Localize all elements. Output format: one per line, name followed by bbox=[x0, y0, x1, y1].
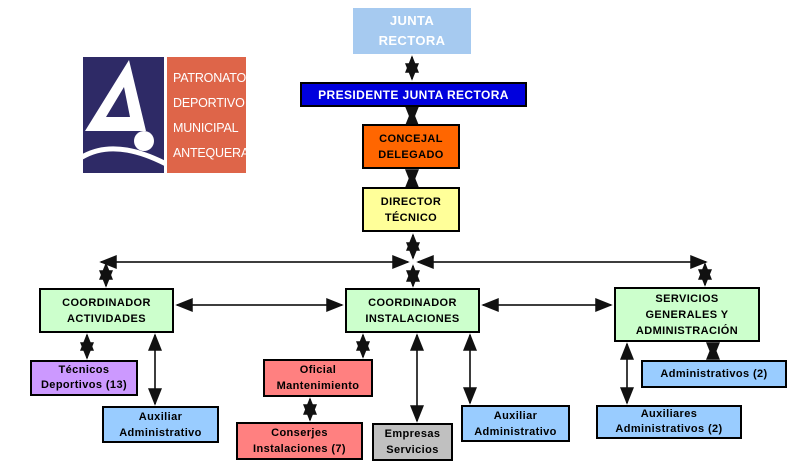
node-coordinador-instalaciones: COORDINADOR INSTALACIONES bbox=[345, 288, 480, 333]
node-label: Conserjes Instalaciones (7) bbox=[253, 427, 346, 455]
node-auxiliar-administrativo-1: Auxiliar Administrativo bbox=[102, 406, 219, 443]
node-label: Auxiliar Administrativo bbox=[119, 410, 202, 439]
node-tecnicos-deportivos: Técnicos Deportivos (13) bbox=[30, 360, 138, 396]
node-label: COORDINADOR ACTIVIDADES bbox=[62, 296, 151, 325]
pdm-logo-mark bbox=[83, 57, 164, 173]
node-label: Empresas Servicios bbox=[384, 428, 441, 456]
node-director-tecnico: DIRECTOR TÉCNICO bbox=[362, 187, 460, 232]
node-label: JUNTA RECTORA bbox=[378, 13, 446, 48]
logo-line-deportivo: DEPORTIVO bbox=[173, 96, 245, 110]
node-label: Oficial Mantenimiento bbox=[276, 364, 360, 392]
node-presidente-junta-rectora: PRESIDENTE JUNTA RECTORA bbox=[300, 82, 527, 107]
logo-line-patronato: PATRONATO bbox=[173, 71, 246, 85]
node-label: DIRECTOR TÉCNICO bbox=[380, 195, 442, 224]
logo-line-municipal: MUNICIPAL bbox=[173, 121, 239, 135]
node-label: PRESIDENTE JUNTA RECTORA bbox=[318, 87, 509, 102]
letter-a-ball-icon bbox=[83, 60, 164, 166]
node-empresas-servicios: Empresas Servicios bbox=[372, 423, 453, 461]
node-servicios-generales-administracion: SERVICIOS GENERALES Y ADMINISTRACIÓN bbox=[614, 287, 760, 342]
node-label: COORDINADOR INSTALACIONES bbox=[365, 296, 460, 325]
node-label: SERVICIOS GENERALES Y ADMINISTRACIÓN bbox=[635, 292, 739, 337]
node-label: Técnicos Deportivos (13) bbox=[40, 364, 128, 391]
node-coordinador-actividades: COORDINADOR ACTIVIDADES bbox=[39, 288, 174, 333]
node-label: Auxiliar Administrativo bbox=[474, 409, 557, 438]
pdm-logo-text: PATRONATO DEPORTIVO MUNICIPAL ANTEQUERA bbox=[167, 57, 249, 173]
node-label: CONCEJAL DELEGADO bbox=[378, 132, 444, 161]
node-auxiliar-administrativo-2: Auxiliar Administrativo bbox=[461, 405, 570, 442]
logo-line-antequera: ANTEQUERA bbox=[173, 146, 249, 160]
pdm-logo: PATRONATO DEPORTIVO MUNICIPAL ANTEQUERA bbox=[83, 57, 249, 173]
node-auxiliares-administrativos: Auxiliares Administrativos (2) bbox=[596, 405, 742, 439]
node-junta-rectora: JUNTA RECTORA bbox=[353, 8, 471, 54]
node-administrativos: Administrativos (2) bbox=[641, 360, 787, 388]
node-label: Auxiliares Administrativos (2) bbox=[615, 408, 723, 435]
node-concejal-delegado: CONCEJAL DELEGADO bbox=[362, 124, 460, 169]
node-label: Administrativos (2) bbox=[660, 368, 768, 380]
node-oficial-mantenimiento: Oficial Mantenimiento bbox=[263, 359, 373, 397]
node-conserjes-instalaciones: Conserjes Instalaciones (7) bbox=[236, 422, 363, 460]
